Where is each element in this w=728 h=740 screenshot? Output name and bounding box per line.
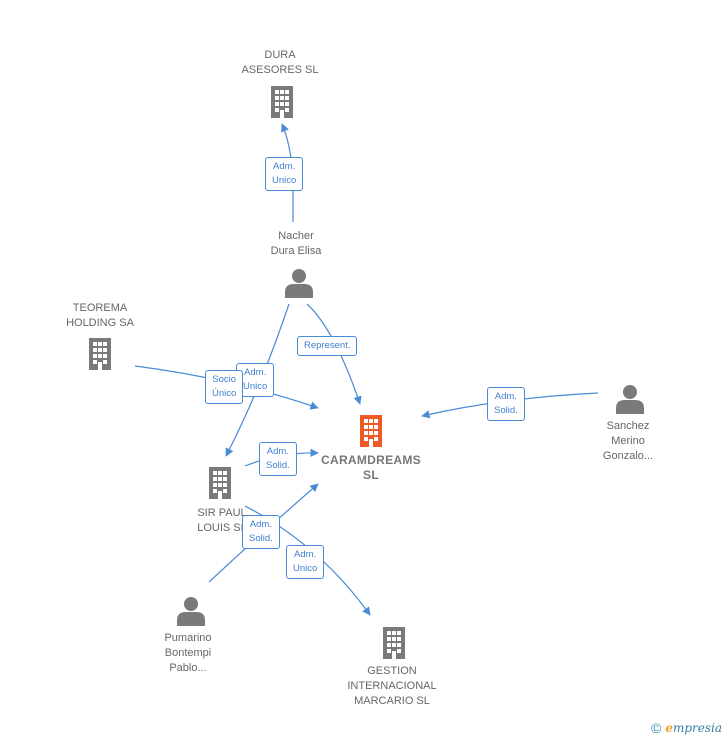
sanchez-label[interactable]: Sanchez Merino Gonzalo...	[602, 420, 654, 462]
edge-label-adm-solid-sir: Adm. Solid.	[259, 442, 297, 476]
pumarino-label[interactable]: Pumarino Bontempi Pablo...	[164, 632, 212, 674]
dura-label[interactable]: DURA ASESORES SL	[241, 49, 319, 76]
empresia-brand[interactable]: © empresia	[651, 720, 722, 736]
sanchez-person-icon[interactable]	[616, 385, 644, 414]
sirpaul-building-icon[interactable]	[209, 467, 231, 499]
teorema-label[interactable]: TEOREMA HOLDING SA	[66, 302, 134, 329]
edge-label-adm-solid-sanchez: Adm. Solid.	[487, 387, 525, 421]
caramdreams-label[interactable]: CARAMDREAMS SL	[321, 453, 421, 482]
gestion-label[interactable]: GESTION INTERNACIONAL MARCARIO SL	[347, 665, 437, 707]
edge-label-socio-unico: Socio Único	[205, 370, 244, 404]
gestion-building-icon[interactable]	[383, 627, 405, 659]
teorema-building-icon[interactable]	[89, 338, 111, 370]
edge-label-adm-unico-gestion: Adm. Unico	[286, 545, 325, 579]
edge-label-represent: Represent.	[297, 336, 358, 356]
copyright-icon: ©	[650, 720, 662, 736]
pumarino-person-icon[interactable]	[177, 597, 205, 626]
edge-label-adm-unico-dura: Adm. Unico	[265, 157, 304, 191]
nacher-person-icon[interactable]	[285, 269, 313, 298]
brand-logo: empresia	[665, 721, 722, 735]
caramdreams-building-icon[interactable]	[360, 415, 382, 447]
nacher-label[interactable]: Nacher Dura Elisa	[270, 230, 322, 257]
dura-building-icon[interactable]	[271, 86, 293, 118]
edge-label-adm-solid-pumarino: Adm. Solid.	[242, 515, 280, 549]
